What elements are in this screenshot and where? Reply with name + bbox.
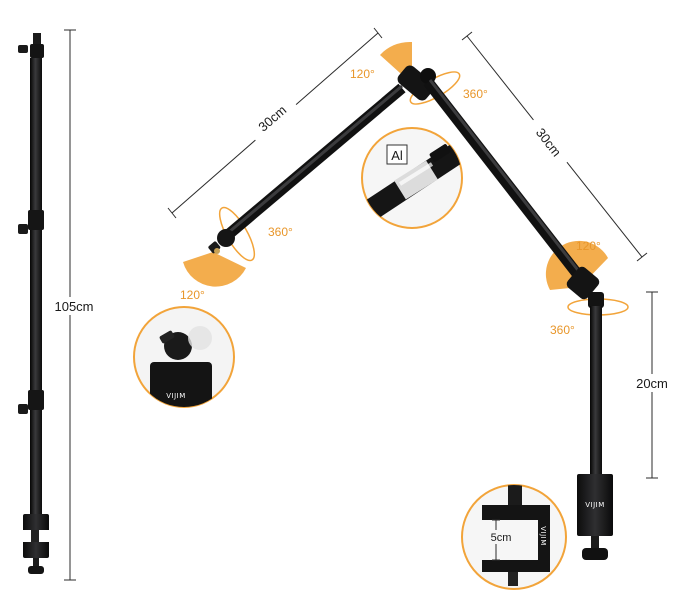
clamp-knob bbox=[582, 548, 608, 560]
top-knob bbox=[30, 44, 44, 58]
total-height-label: 105cm bbox=[54, 299, 93, 314]
clamp-brand: VIJIM bbox=[585, 501, 605, 509]
head-wedge bbox=[183, 252, 246, 287]
elbow-joint bbox=[566, 266, 600, 300]
ball-head-base bbox=[150, 362, 212, 407]
ball-head-plate bbox=[188, 326, 212, 350]
top-spigot bbox=[33, 33, 41, 45]
aluminium-band bbox=[394, 160, 438, 200]
folded-joint-1 bbox=[28, 210, 44, 230]
top-joint-rotate-label: 360° bbox=[463, 87, 488, 101]
folded-lever-1 bbox=[18, 224, 28, 234]
upper-arm bbox=[208, 83, 406, 254]
head-screw bbox=[214, 248, 220, 254]
head-brand: VIJIM bbox=[166, 392, 186, 400]
material-badge bbox=[386, 144, 408, 165]
riser-dimension: 20cm bbox=[626, 291, 678, 479]
top-lever bbox=[18, 45, 28, 53]
riser-tube bbox=[590, 306, 602, 476]
riser: VIJIM bbox=[577, 292, 613, 560]
clamp-detail-body bbox=[482, 505, 550, 572]
aluminium-detail: Al bbox=[361, 127, 463, 229]
riser-length: 20cm bbox=[636, 376, 668, 391]
clamp-detail: VIJIM 5cm bbox=[461, 484, 567, 590]
lower-arm-dimension: 30cm bbox=[461, 31, 648, 262]
folded-clamp-knob bbox=[28, 566, 44, 574]
head-rotate-label: 360° bbox=[268, 225, 293, 239]
total-height-dimension: 105cm bbox=[46, 29, 98, 581]
lower-arm bbox=[423, 78, 600, 300]
arm-head-joint bbox=[217, 229, 235, 247]
clamp-detail-brand: VIJIM bbox=[539, 526, 547, 546]
folded-segment-3 bbox=[30, 410, 42, 515]
elbow-tilt-label: 120° bbox=[576, 239, 601, 253]
base-clamp bbox=[577, 474, 613, 536]
head-tilt-label: 120° bbox=[180, 288, 205, 302]
clamp-opening-label: 5cm bbox=[491, 532, 512, 544]
folded-segment-2 bbox=[30, 230, 42, 390]
base-rotate-label: 360° bbox=[550, 323, 575, 337]
folded-segment-1 bbox=[30, 58, 42, 210]
material-badge-text: Al bbox=[391, 148, 403, 163]
ball-head-detail: VIJIM bbox=[133, 306, 235, 408]
folded-lever-2 bbox=[18, 404, 28, 414]
folded-stand bbox=[18, 33, 49, 574]
top-joint-tilt-label: 120° bbox=[350, 67, 375, 81]
folded-joint-2 bbox=[28, 390, 44, 410]
